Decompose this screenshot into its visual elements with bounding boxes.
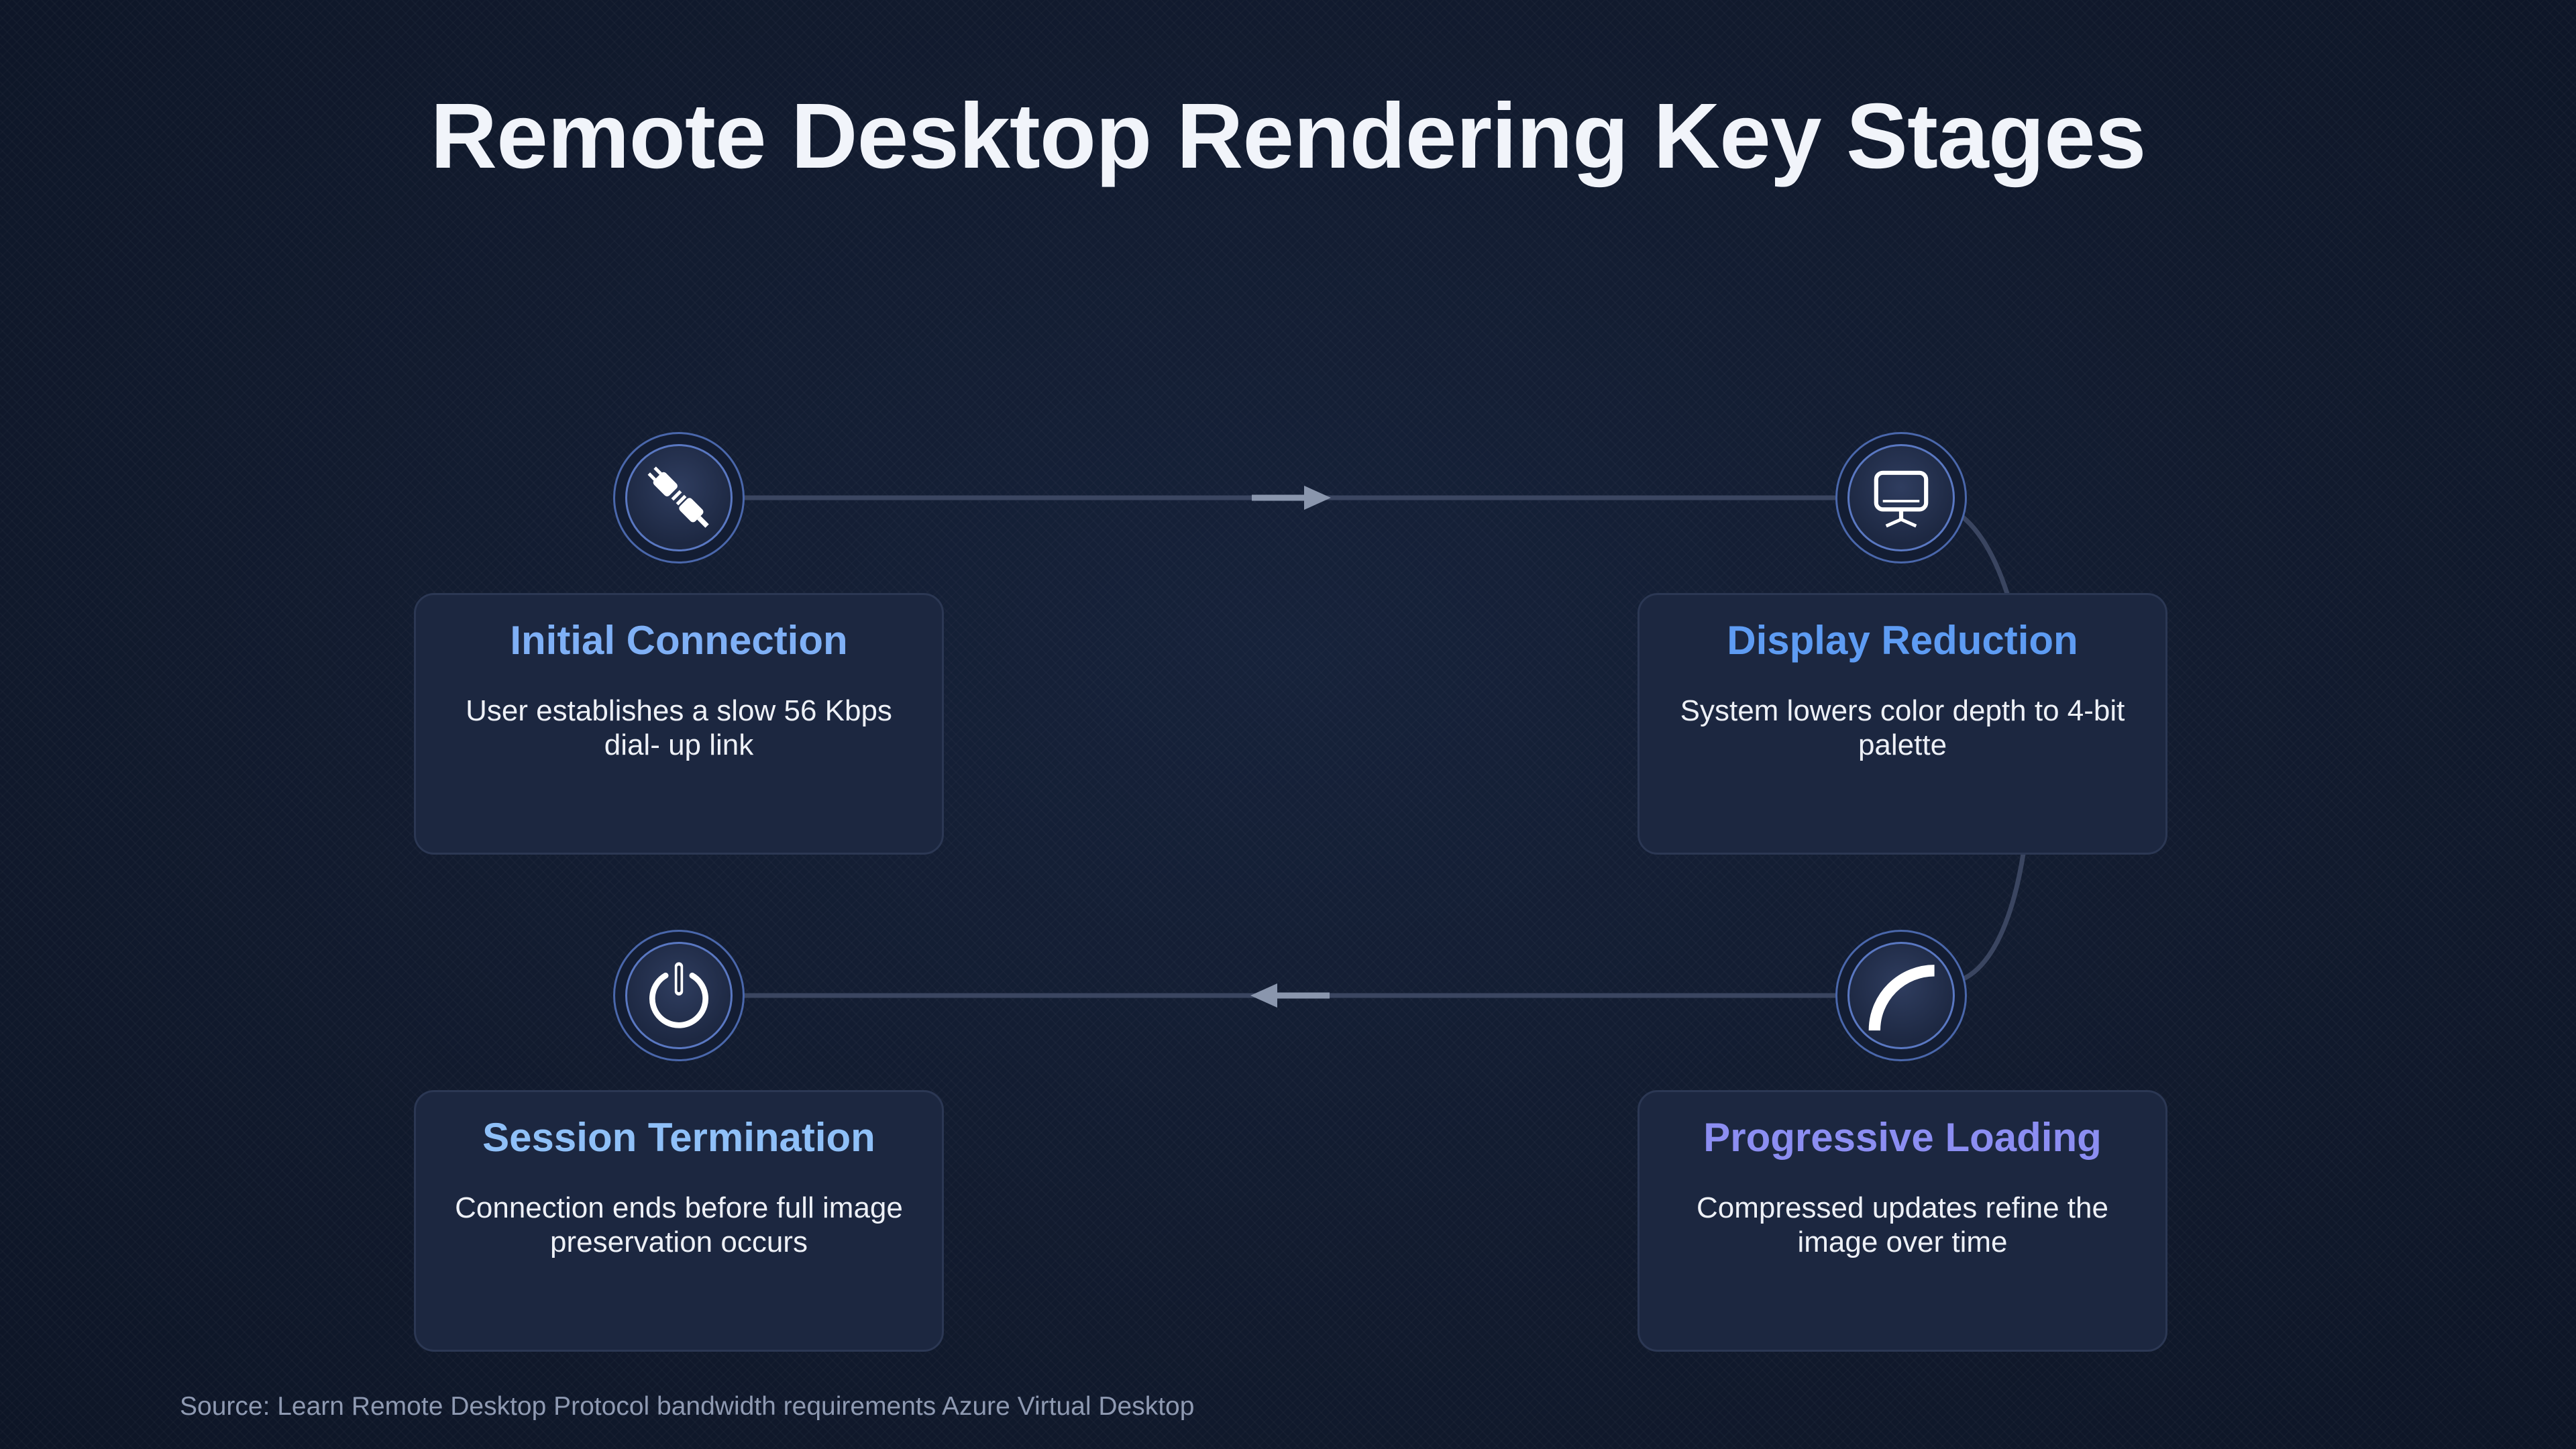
stage-2-icon-badge (1835, 432, 1967, 564)
stage-title: Session Termination (482, 1115, 875, 1160)
stage-description: Compressed updates refine the image over… (1697, 1191, 2108, 1258)
power-icon (649, 962, 709, 1028)
stage-1-icon-badge (613, 432, 745, 564)
page-title: Remote Desktop Rendering Key Stages (430, 85, 2146, 188)
source-note: Source: Learn Remote Desktop Protocol ba… (180, 1392, 1195, 1421)
stage-4-icon-badge (613, 930, 745, 1061)
stage-card-display-reduction: Display Reduction System lowers color de… (1638, 593, 2167, 855)
arrow-left-icon (1250, 983, 1330, 1008)
plug-connection-icon (647, 466, 709, 528)
stage-description: Connection ends before full image preser… (455, 1191, 903, 1258)
stage-description: System lowers color depth to 4-bit palet… (1680, 694, 2125, 761)
stage-card-progressive-loading: Progressive Loading Compressed updates r… (1638, 1090, 2167, 1352)
stage-card-initial-connection: Initial Connection User establishes a sl… (414, 593, 944, 855)
stage-card-session-termination: Session Termination Connection ends befo… (414, 1090, 944, 1352)
stage-3-icon-badge (1835, 930, 1967, 1061)
arrow-right-icon (1252, 486, 1331, 510)
stage-title: Initial Connection (510, 618, 848, 663)
stage-description: User establishes a slow 56 Kbps dial- up… (466, 694, 892, 761)
monitor-icon (1874, 470, 1929, 528)
progress-arc-icon (1868, 965, 1935, 1031)
stage-title: Progressive Loading (1703, 1115, 2102, 1160)
stage-title: Display Reduction (1727, 618, 2078, 663)
